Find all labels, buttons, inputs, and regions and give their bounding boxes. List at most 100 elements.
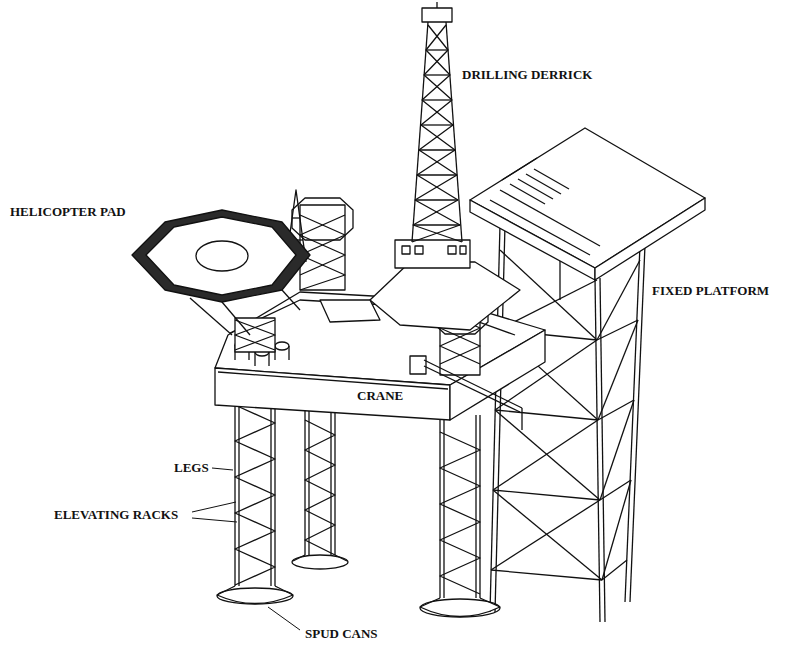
jackup-leg [292, 405, 348, 569]
fixed-platform-jacket [493, 490, 600, 500]
fixed-platform-deck [470, 200, 595, 280]
drilling-derrick [421, 124, 453, 125]
drilling-derrick [422, 99, 452, 100]
fixed-platform-deck [595, 198, 705, 280]
fixed-platform-deck [500, 190, 600, 246]
part-label: SPUD CANS [303, 627, 380, 641]
crane [424, 366, 520, 412]
drilling-derrick [419, 149, 455, 150]
drill-floor [320, 300, 380, 322]
drilling-derrick [415, 199, 458, 200]
fixed-platform-jacket [495, 410, 598, 420]
drilling-derrick [436, 2, 437, 8]
fixed-platform-deck [502, 158, 537, 180]
jackup-leg [440, 432, 480, 594]
fixed-platform-deck [470, 128, 705, 280]
jackup-leg [217, 395, 293, 604]
fixed-platform-jacket [602, 560, 627, 580]
drill-floor [460, 246, 466, 254]
jackup-leg [217, 588, 293, 604]
leg-top [300, 205, 345, 290]
jackup-leg [235, 405, 275, 585]
jackup-leg [217, 586, 293, 604]
leader-line [192, 518, 237, 522]
crane [521, 408, 522, 430]
drilling-derrick [417, 174, 457, 175]
helicopter-pad [132, 210, 310, 335]
jackup-hull [254, 352, 255, 366]
fixed-platform-deck [490, 200, 590, 255]
jackup-leg [234, 395, 235, 588]
fixed-platform-deck [518, 179, 553, 199]
drill-floor [395, 240, 470, 268]
jackup-leg [293, 555, 305, 561]
fixed-platform-deck [534, 169, 569, 189]
jackup-hull [275, 342, 289, 350]
fixed-platform-jacket [493, 490, 602, 580]
fixed-platform-jacket [491, 500, 600, 570]
jackup-leg [420, 598, 500, 617]
part-label: ELEVATING RACKS [52, 508, 180, 522]
jackup-leg [308, 405, 309, 555]
part-label: FIXED PLATFORM [650, 284, 771, 298]
leader-line [268, 607, 300, 630]
jackup-leg [479, 415, 480, 600]
drilling-derrick [413, 25, 462, 242]
jackup-leg [274, 395, 275, 588]
jackup-leg [305, 420, 335, 555]
fixed-platform-jacket [493, 420, 598, 490]
leg-top [235, 318, 275, 352]
flare-tower [292, 217, 300, 218]
crane [410, 356, 522, 430]
fixed-platform-jacket [602, 480, 631, 580]
drilling-derrick [446, 22, 462, 242]
fixed-platform-jacket [491, 570, 602, 580]
fixed-platform-deck [526, 174, 561, 194]
part-label: HELICOPTER PAD [8, 205, 128, 219]
leg-top [292, 198, 353, 240]
drill-floor [415, 246, 423, 254]
jackup-leg [335, 555, 347, 561]
jackup-hull [215, 292, 545, 420]
leader-line [212, 468, 233, 470]
leader-line [192, 468, 300, 630]
drilling-derrick [424, 74, 450, 75]
drill-floor [448, 246, 456, 254]
fixed-platform-deck [470, 128, 705, 268]
crane [410, 356, 426, 374]
drilling-derrick [413, 224, 460, 225]
fixed-platform-jacket [495, 410, 600, 500]
drilling-derrick [426, 49, 448, 50]
jackup-leg [443, 415, 444, 600]
drilling-derrick [412, 2, 462, 242]
jackup-leg [420, 599, 500, 617]
helicopter-pad [196, 241, 248, 271]
jackup-leg [475, 415, 476, 600]
part-label: CRANE [355, 389, 405, 403]
drilling-derrick [412, 25, 460, 242]
jackup-hull [268, 352, 269, 366]
drilling-derrick [422, 8, 452, 22]
drilling-derrick [412, 22, 428, 242]
jackup-leg [238, 395, 239, 588]
drill-floor [402, 246, 410, 254]
drill-floor [320, 240, 520, 330]
fixed-platform-jacket [595, 278, 600, 622]
jackup-hull [288, 346, 289, 360]
jackup-leg [330, 405, 331, 555]
leg-top [300, 215, 345, 275]
crane [424, 360, 522, 408]
drill-floor [370, 262, 520, 330]
helicopter-pad [190, 298, 232, 335]
helicopter-pad [146, 217, 296, 295]
fixed-platform-deck [510, 184, 545, 204]
fixed-platform-jacket [630, 245, 645, 602]
part-label: LEGS [172, 461, 211, 475]
leader-line [192, 502, 236, 512]
jackup-leg [439, 415, 440, 600]
jackup-leg [334, 405, 335, 555]
jackup-leg [420, 415, 500, 617]
part-label: DRILLING DERRICK [460, 68, 594, 82]
helicopter-pad [282, 290, 300, 310]
